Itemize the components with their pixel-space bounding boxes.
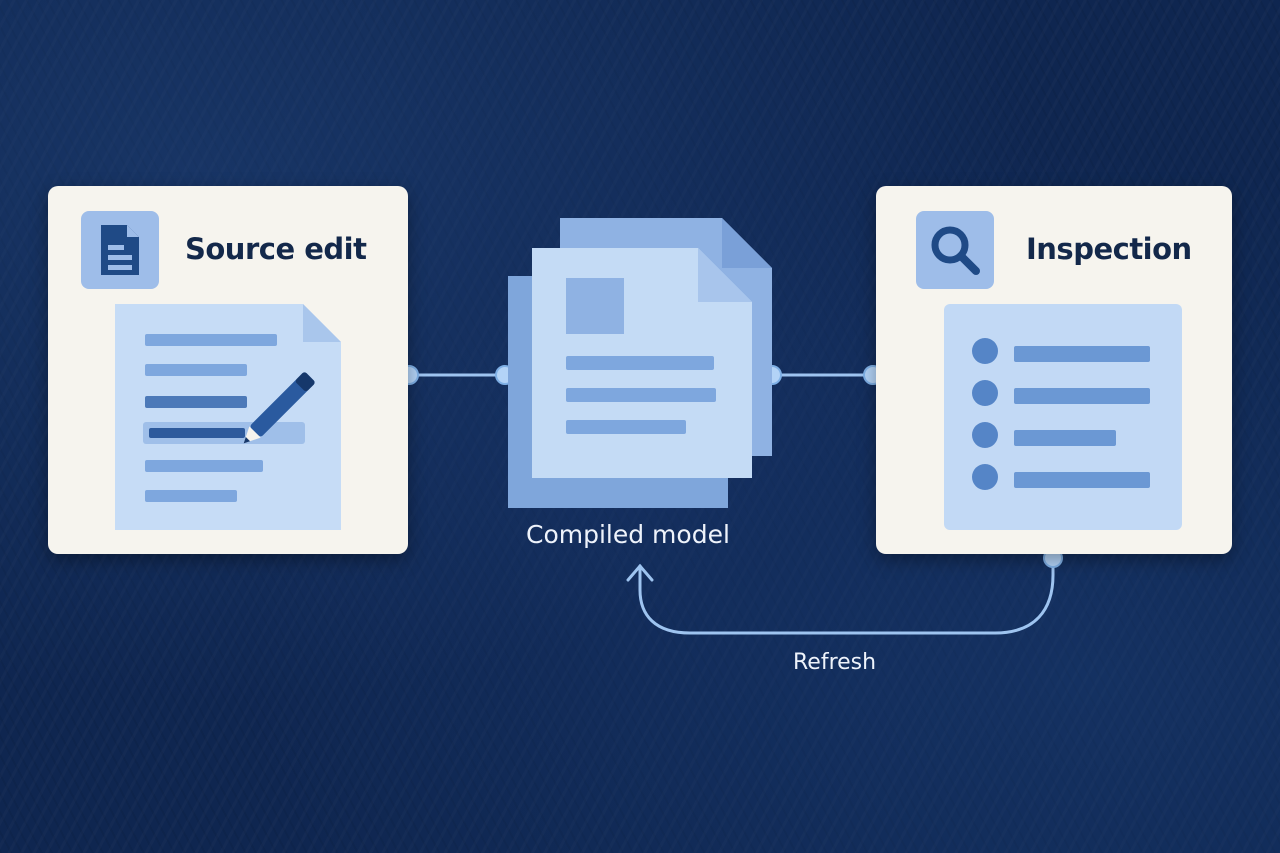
compiled-model-stack — [508, 218, 772, 508]
source-edit-line — [149, 428, 245, 438]
compiled-line — [566, 420, 686, 434]
source-line — [145, 364, 247, 376]
source-line — [145, 334, 277, 346]
compiled-model-label: Compiled model — [526, 520, 730, 549]
compiled-line — [566, 388, 716, 402]
edge-refresh-loop — [638, 556, 1055, 635]
compiled-image-placeholder — [566, 278, 624, 334]
refresh-label: Refresh — [793, 650, 877, 675]
bullet-bar — [1014, 472, 1150, 488]
source-line — [145, 490, 237, 502]
source-line-highlight — [145, 396, 247, 408]
source-edit-title: Source edit — [185, 232, 367, 266]
source-line — [145, 460, 263, 472]
magnifier-icon — [916, 211, 994, 289]
bullet-bar — [1014, 430, 1116, 446]
compiled-line — [566, 356, 714, 370]
bullet-dot — [972, 422, 998, 448]
inspection-card[interactable]: Inspection — [876, 186, 1232, 554]
document-icon — [81, 211, 159, 289]
bullet-bar — [1014, 388, 1150, 404]
inspection-panel — [944, 304, 1182, 530]
bullet-bar — [1014, 346, 1150, 362]
bullet-dot — [972, 464, 998, 490]
source-edit-card[interactable]: Source edit — [48, 186, 408, 554]
bullet-dot — [972, 338, 998, 364]
bullet-dot — [972, 380, 998, 406]
inspection-title: Inspection — [1026, 232, 1192, 266]
refresh-arrowhead-icon — [626, 563, 654, 582]
source-document-sheet — [115, 304, 341, 530]
